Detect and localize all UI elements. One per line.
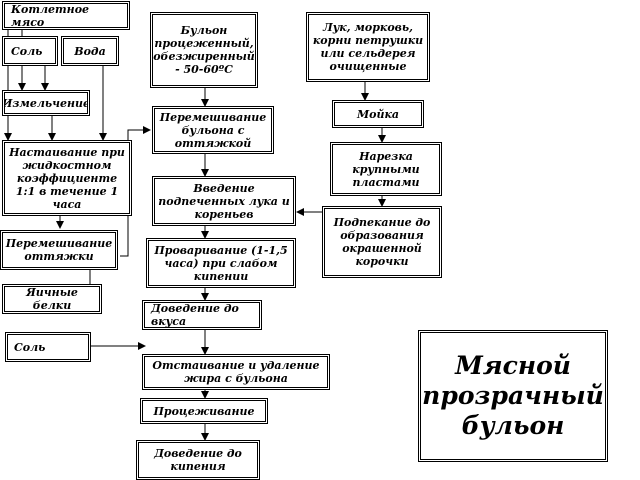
node-wash: Мойка (332, 100, 424, 128)
node-mixing-pull: Перемешивание оттяжки (0, 230, 118, 270)
node-infusion: Настаивание при жидкостном коэффициенте … (2, 140, 132, 216)
node-add-vegetables: Введение подпеченных лука и кореньев (152, 176, 296, 226)
node-cut: Нарезка крупными пластами (330, 142, 442, 196)
node-salt-1: Соль (2, 36, 58, 66)
node-boil: Доведение до кипения (136, 440, 260, 480)
node-bake: Подпекание до образования окрашенной кор… (322, 206, 442, 278)
diagram-title: Мясной прозрачный бульон (418, 330, 608, 462)
node-settle: Отстаивание и удаление жира с бульона (142, 354, 330, 390)
node-strain: Процеживание (140, 398, 268, 424)
node-water: Вода (61, 36, 119, 66)
node-simmer: Проваривание (1-1,5 часа) при слабом кип… (146, 238, 296, 288)
node-meat: Котлетное мясо (2, 1, 130, 30)
node-grinding: Измельчение (2, 90, 90, 116)
node-season: Доведение до вкуса (142, 300, 262, 330)
node-egg-whites: Яичные белки (2, 284, 102, 314)
node-salt-2: Соль (5, 332, 91, 362)
node-mixing-broth: Перемешивание бульона с оттяжкой (152, 106, 274, 154)
node-vegetables: Лук, морковь, корни петрушки или сельдер… (306, 12, 430, 82)
node-broth-strained: Бульон процеженный, обезжиренный - 50-60… (150, 12, 258, 88)
